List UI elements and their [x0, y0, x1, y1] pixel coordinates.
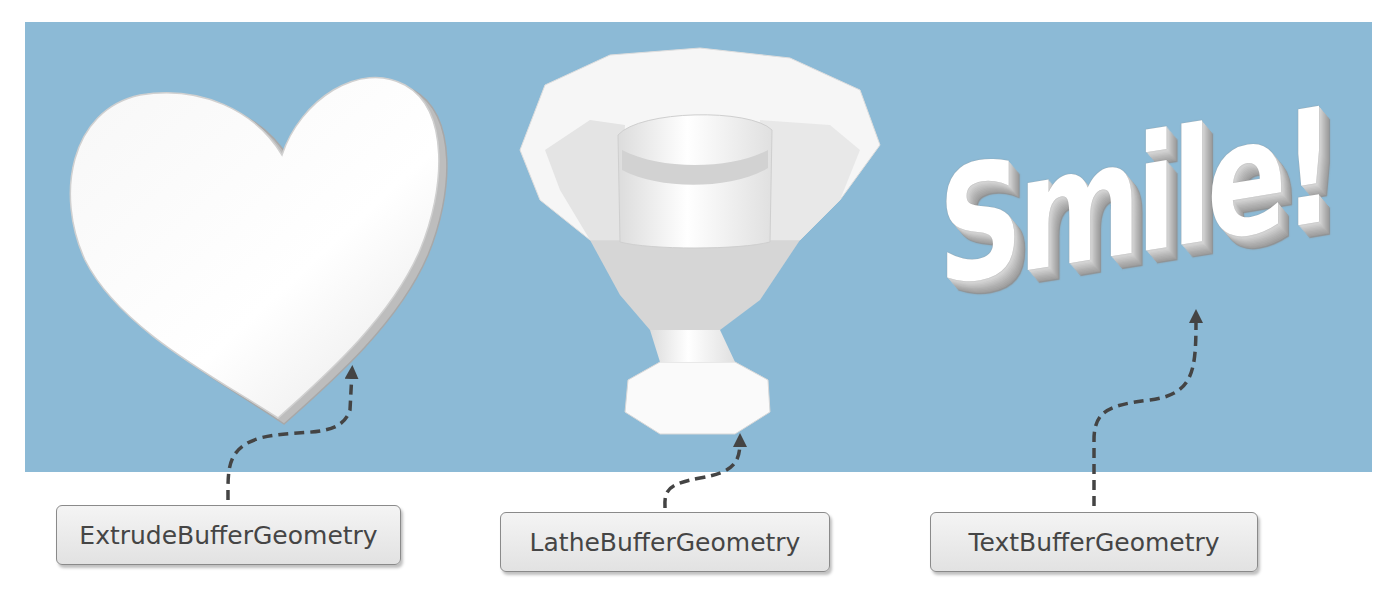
- label-box: LatheBufferGeometry: [500, 512, 830, 572]
- background-panel: [25, 22, 1372, 472]
- label-text: LatheBufferGeometry: [530, 528, 801, 557]
- label-text: ExtrudeBufferGeometry: [79, 521, 377, 550]
- heart-shape: [70, 77, 447, 424]
- lathe-shape: [520, 48, 880, 434]
- label-box: ExtrudeBufferGeometry: [56, 505, 401, 565]
- leader-arrow: [228, 316, 1196, 508]
- label-box: TextBufferGeometry: [930, 512, 1258, 572]
- label-text: TextBufferGeometry: [968, 528, 1219, 557]
